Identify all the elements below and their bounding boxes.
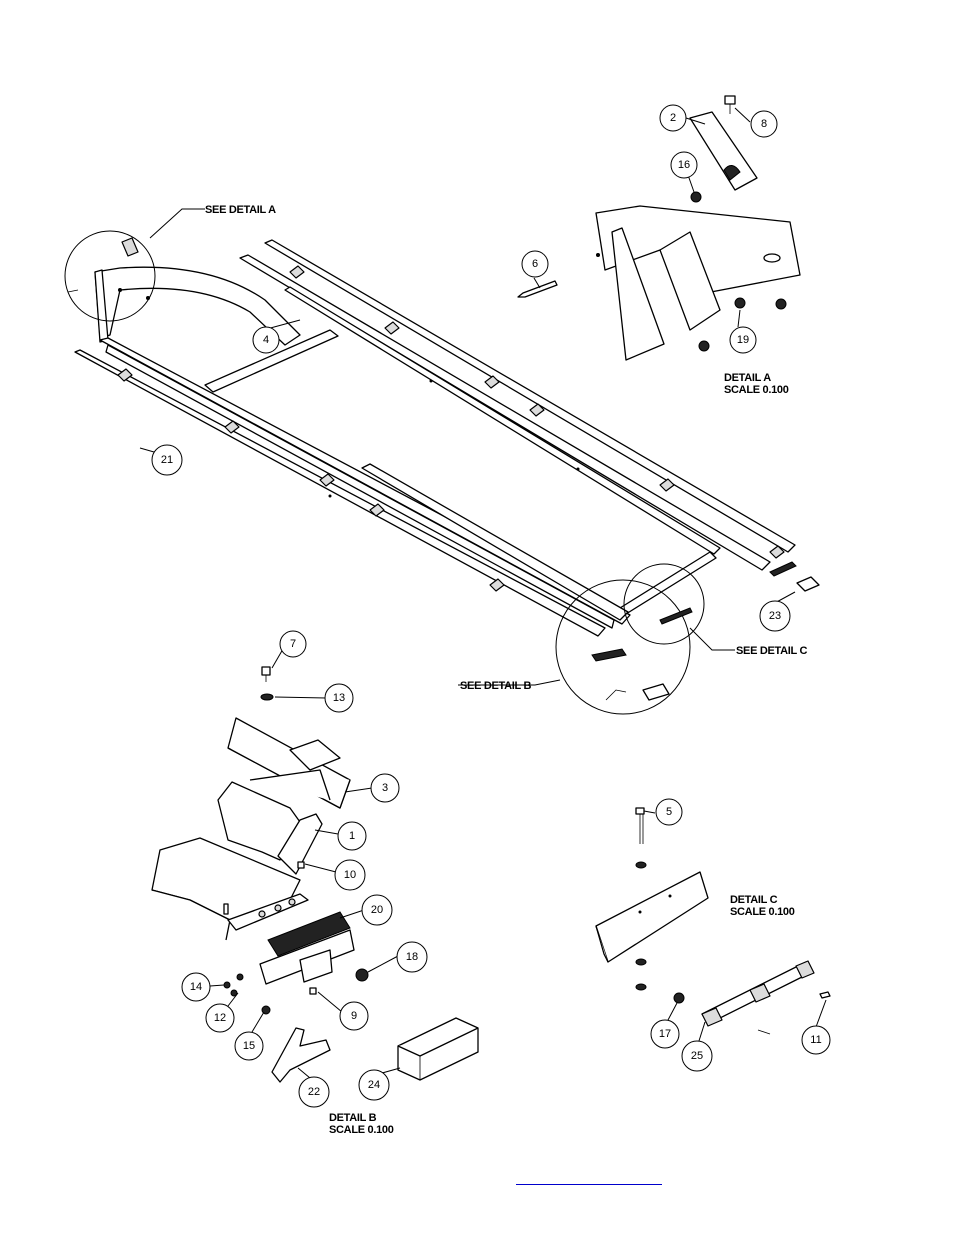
svg-text:20: 20	[371, 904, 383, 916]
balloon-13: 13	[324, 683, 354, 713]
detail-c-title: DETAIL C	[730, 894, 778, 906]
svg-text:16: 16	[678, 159, 690, 171]
balloon-16: 16	[670, 151, 698, 179]
trailer-frame	[74, 239, 820, 637]
see-detail-c-label: SEE DETAIL C	[736, 645, 808, 657]
balloon-12: 12	[205, 1003, 235, 1033]
balloon-3: 3	[370, 773, 400, 803]
balloon-5: 5	[655, 798, 683, 826]
svg-text:2: 2	[670, 112, 676, 124]
svg-text:23: 23	[769, 610, 781, 622]
svg-text:5: 5	[666, 806, 672, 818]
svg-text:9: 9	[351, 1010, 357, 1022]
balloon-6: 6	[521, 250, 549, 278]
svg-text:8: 8	[761, 118, 767, 130]
svg-text:25: 25	[691, 1050, 703, 1062]
detail-c-scale: SCALE 0.100	[730, 906, 795, 918]
balloon-25: 25	[681, 1040, 713, 1072]
see-detail-a-label: SEE DETAIL A	[205, 204, 276, 216]
balloon-17: 17	[650, 1019, 680, 1049]
svg-text:15: 15	[243, 1040, 255, 1052]
svg-text:11: 11	[810, 1034, 821, 1046]
balloon-24: 24	[358, 1069, 390, 1101]
svg-text:7: 7	[290, 638, 296, 650]
balloon-10: 10	[334, 859, 366, 891]
svg-text:24: 24	[368, 1079, 380, 1091]
detail-b-assembly	[151, 666, 479, 1083]
detail-a-scale: SCALE 0.100	[724, 384, 789, 396]
svg-text:4: 4	[263, 334, 269, 346]
balloon-21: 21	[151, 444, 183, 476]
detail-b-title: DETAIL B	[329, 1112, 377, 1124]
svg-text:3: 3	[382, 782, 388, 794]
detail-c-assembly	[595, 807, 831, 1035]
balloon-11: 11	[801, 1025, 831, 1055]
see-detail-b-label: SEE DETAIL B	[460, 680, 532, 692]
balloon-9: 9	[339, 1001, 369, 1031]
svg-text:1: 1	[349, 830, 355, 842]
balloon-23: 23	[759, 600, 791, 632]
svg-text:19: 19	[737, 334, 749, 346]
svg-text:10: 10	[344, 869, 356, 881]
balloon-4: 4	[252, 326, 280, 354]
balloon-18: 18	[396, 941, 428, 973]
detail-a-assembly	[517, 95, 801, 361]
detail-c-circle	[623, 563, 705, 645]
balloon-19: 19	[729, 326, 757, 354]
detail-b-circle	[555, 579, 691, 715]
svg-text:12: 12	[214, 1012, 226, 1024]
detail-a-leader	[149, 208, 205, 239]
balloon-22: 22	[298, 1076, 330, 1108]
balloon-7: 7	[279, 630, 307, 658]
balloon-20: 20	[361, 894, 393, 926]
svg-text:21: 21	[161, 454, 173, 466]
balloon-14: 14	[181, 972, 211, 1002]
svg-text:22: 22	[308, 1086, 320, 1098]
balloon-15: 15	[234, 1031, 264, 1061]
svg-text:13: 13	[333, 692, 345, 704]
balloon-2: 2	[659, 104, 687, 132]
footer-link-underline[interactable]	[516, 1170, 662, 1185]
detail-a-title: DETAIL A	[724, 372, 771, 384]
svg-text:18: 18	[406, 951, 418, 963]
svg-text:14: 14	[190, 981, 202, 993]
detail-a-circle	[64, 230, 156, 322]
detail-b-scale: SCALE 0.100	[329, 1124, 394, 1136]
svg-text:6: 6	[532, 258, 538, 270]
balloon-8: 8	[750, 110, 778, 138]
svg-text:17: 17	[659, 1028, 671, 1040]
balloon-1: 1	[337, 821, 367, 851]
